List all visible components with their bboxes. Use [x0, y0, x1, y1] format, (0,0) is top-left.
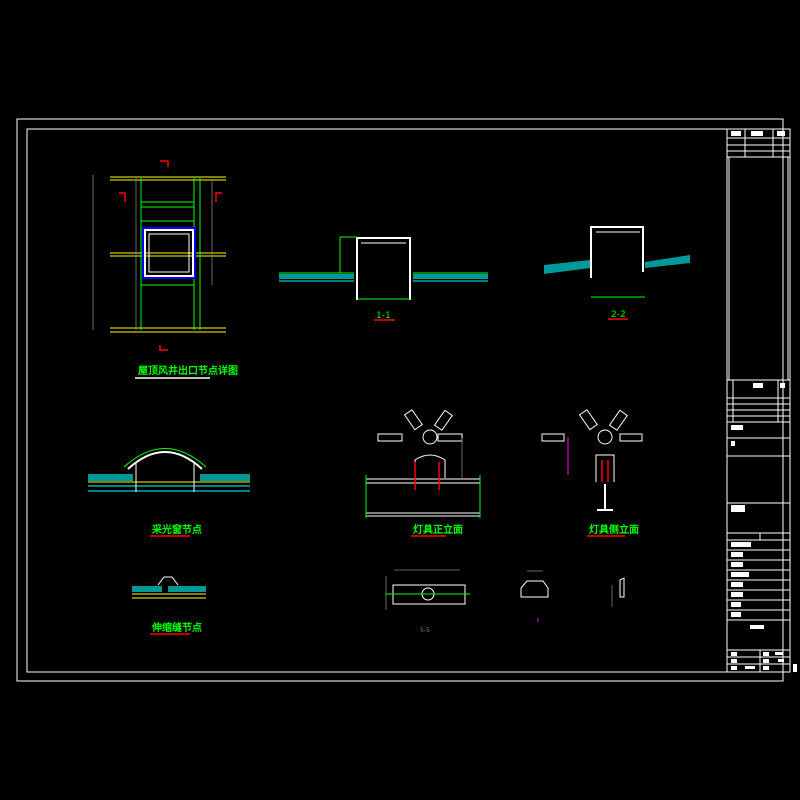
expansion-joint-drawing [132, 576, 206, 599]
section-label-5-5: 5-5 [420, 627, 430, 634]
lamp-front-drawing [365, 409, 481, 518]
roof-vent-title: 屋顶风井出口节点详图 [138, 364, 238, 377]
lamp-side-title: 灯具侧立面 [589, 523, 639, 536]
section-1-1-drawing [279, 236, 488, 300]
title-block [726, 129, 797, 672]
lamp-side-drawing [541, 409, 643, 511]
section-label-2-2: 2-2 [611, 310, 626, 320]
skylight-drawing [88, 448, 250, 492]
section-label-1-1: 1-1 [376, 311, 391, 321]
expansion-joint-title: 伸缩缝节点 [151, 621, 202, 634]
roof-vent-plan [92, 160, 226, 351]
section-5-5-drawing [385, 569, 470, 610]
skylight-title: 采光窗节点 [151, 523, 202, 536]
section-2-2-drawing [544, 226, 690, 298]
lamp-front-title: 灯具正立面 [413, 523, 463, 536]
outer-border [16, 118, 784, 682]
inner-border [26, 128, 791, 673]
profile-details [520, 570, 625, 622]
